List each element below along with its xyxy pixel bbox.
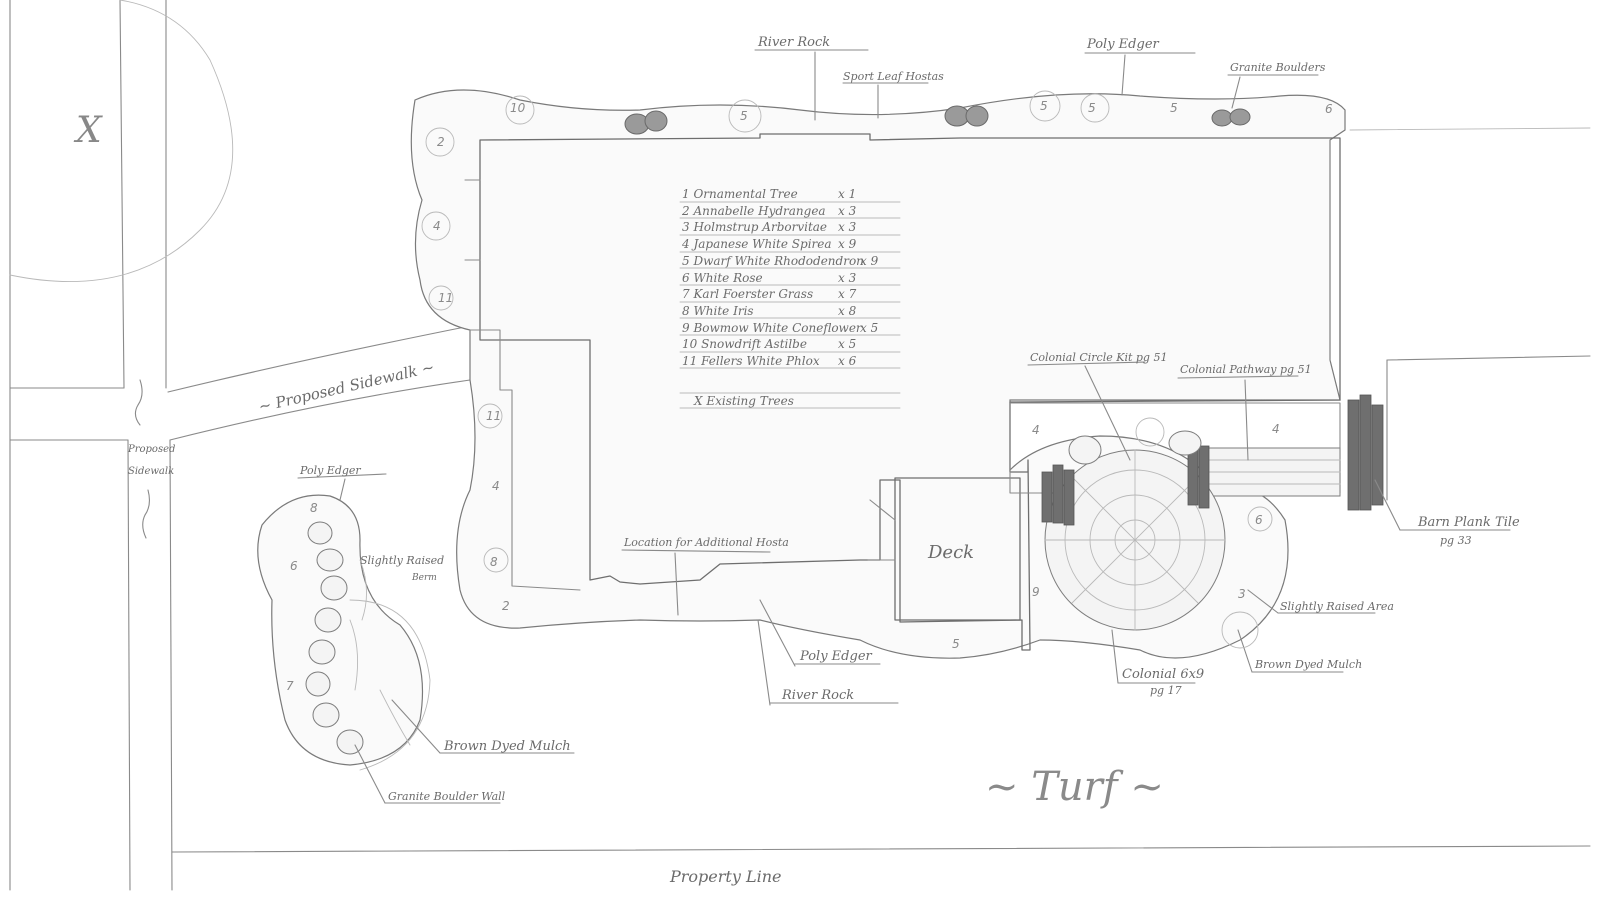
property-line [171,845,1591,853]
label-poly-edger-top: Poly Edger [1086,37,1160,52]
plant-number: 7 [286,679,294,693]
label-deck: Deck [927,542,974,563]
deck [867,477,1021,621]
label-barn-plank-tile: Barn Plank Tile [1417,515,1520,530]
plant-number: 2 [502,599,510,613]
plant-number: 6 [1255,513,1263,527]
label-colonial-pathway: Colonial Pathway pg 51 [1180,363,1312,376]
label-turf: ~ Turf ~ [985,764,1164,810]
label-slightly-raised-area: Slightly Raised Area [1280,600,1394,613]
label-poly-edger-left: Poly Edger [299,464,361,477]
leader-lines [297,49,1511,804]
plant-number: 5 [1040,99,1048,113]
plant-number: 4 [1032,423,1040,437]
legend-item: 8 White Iris [682,304,754,318]
plant-number: 4 [492,479,500,493]
legend-qty: x 9 [860,254,879,268]
proposed-sidewalk [167,325,471,441]
label-proposed-sidewalk-v-1: Proposed [127,444,175,455]
labels: River Rock Sport Leaf Hostas Poly Edger … [73,35,1520,886]
legend-qty: x 8 [838,304,857,318]
label-berm: Berm [411,573,437,583]
label-river-rock-top: River Rock [757,35,830,50]
legend-qty: x 7 [838,287,857,301]
legend-qty: x 1 [838,187,856,201]
plant-number: 3 [1238,587,1246,601]
legend-qty: x 3 [838,271,857,285]
legend-qty: x 9 [838,237,857,251]
plant-numbers: 10 5 5 5 5 6 2 4 11 11 4 8 2 8 6 7 4 6 3… [286,99,1333,693]
plant-number: 6 [1325,102,1333,116]
plant-number: 9 [1032,585,1040,599]
legend-item: 9 Bowmow White Coneflower [682,321,863,335]
shrub-marks [421,90,1273,649]
plant-number: 11 [438,291,453,305]
patio-area [1009,402,1341,497]
right-lot-lines [1349,127,1591,501]
label-barn-plank-tile-pg: pg 33 [1440,534,1472,547]
plant-number: 8 [490,555,498,569]
plant-number: 6 [290,559,298,573]
label-location-additional-hosta: Location for Additional Hosta [623,536,789,549]
legend-rules [679,201,901,409]
plant-number: 11 [486,409,501,423]
plant-legend: 1 Ornamental Tree x 1 2 Annabelle Hydran… [681,187,879,408]
legend-item: 10 Snowdrift Astilbe [682,337,807,351]
label-slightly-raised-berm: Slightly Raised [360,554,444,567]
legend-item: 6 White Rose [682,271,763,285]
plant-number: 5 [1170,101,1178,115]
label-brown-dyed-mulch-left: Brown Dyed Mulch [443,739,571,754]
legend-qty: x 3 [838,204,857,218]
legend-item: 4 Japanese White Spirea [681,237,832,251]
plant-number: 2 [437,135,445,149]
legend-qty: x 5 [838,337,856,351]
plant-number: 5 [952,637,960,651]
island-bed [257,494,431,771]
barn-plank-tiles [1041,394,1384,526]
label-granite-boulder-wall: Granite Boulder Wall [388,790,506,803]
legend-item: 11 Fellers White Phlox [682,354,820,368]
legend-item: 1 Ornamental Tree [682,187,798,201]
legend-item: 5 Dwarf White Rhododendron [682,254,864,268]
street-lines [9,0,234,891]
legend-qty: x 5 [860,321,878,335]
label-brown-dyed-mulch-right: Brown Dyed Mulch [1254,658,1362,671]
legend-item: 3 Holmstrup Arborvitae [682,220,827,234]
plant-number: 4 [1272,422,1280,436]
house-outline [464,133,1341,651]
legend-qty: x 6 [838,354,857,368]
legend-existing-trees: X Existing Trees [693,394,794,408]
label-river-rock-bottom: River Rock [781,688,854,703]
plant-number: 4 [433,219,441,233]
label-colonial-6x9-pg: pg 17 [1150,684,1182,697]
label-colonial-6x9: Colonial 6x9 [1122,667,1204,682]
legend-item: 7 Karl Foerster Grass [682,287,813,301]
label-proposed-sidewalk-v-2: Sidewalk [128,466,174,477]
legend-qty: x 3 [838,220,857,234]
label-granite-boulders: Granite Boulders [1230,61,1326,74]
legend-item: 2 Annabelle Hydrangea [681,204,826,218]
label-sport-leaf-hostas: Sport Leaf Hostas [843,70,944,83]
plant-number: 10 [510,101,526,115]
plant-number: 5 [1088,101,1096,115]
granite-boulders [624,105,1251,465]
label-proposed-sidewalk-h: ~ Proposed Sidewalk ~ [257,358,436,416]
label-property-line: Property Line [669,867,781,886]
plant-number: 5 [740,109,748,123]
plant-number: 8 [310,501,318,515]
circle-patio [1044,449,1226,631]
existing-tree-mark: X [73,110,103,151]
label-colonial-circle-kit: Colonial Circle Kit pg 51 [1030,351,1167,364]
label-poly-edger-bottom: Poly Edger [799,649,873,664]
